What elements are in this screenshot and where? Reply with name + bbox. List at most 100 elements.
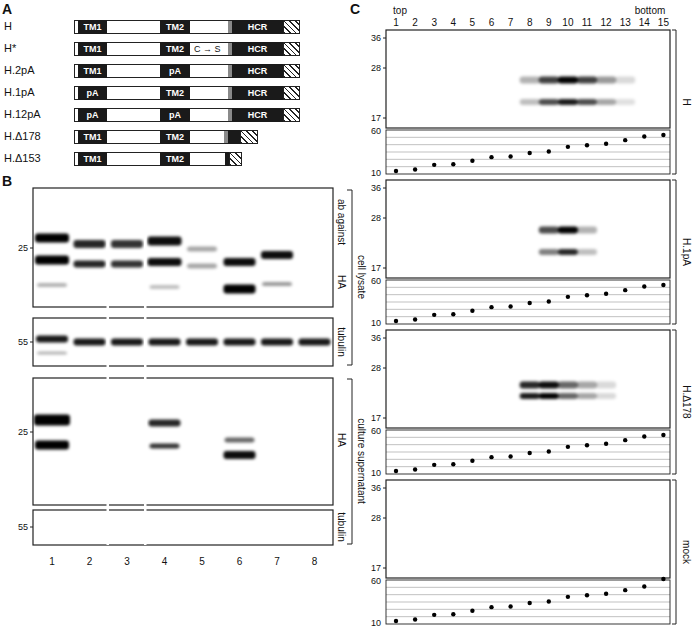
mw-tick [383,38,386,118]
density-dot [642,584,646,588]
protein-band [111,240,143,248]
axis-value: 10 [371,619,381,628]
axis-value: 60 [371,577,381,586]
density-dot [413,167,417,171]
domain-name: TM2 [166,88,184,98]
density-dot [413,317,417,321]
mw-marker: 17 [371,414,381,423]
domain-name: HCR [248,22,268,32]
graph-frame [386,430,670,474]
density-dot [623,438,627,442]
construct-bar: H.2pATM1pAHCR [4,64,300,78]
domain-name: TM2 [166,154,184,164]
fraction-number: 4 [451,18,457,28]
density-dot [604,442,608,446]
lane-number: 7 [274,557,280,567]
density-dot [604,292,608,296]
blot-frame [33,510,333,545]
protein-band [577,393,597,399]
blot-frame [386,30,670,128]
density-dot [394,619,398,623]
domain-box: HCR [232,20,283,34]
mw-tick [383,488,386,568]
construct-bar: H*C → STM1TM2HCR [4,42,300,56]
density-dot [508,304,512,308]
density-dot [489,305,493,309]
protein-band [299,339,331,346]
density-dot [451,312,455,316]
protein-band [520,99,540,105]
mw-marker: 36 [371,34,381,43]
protein-band [224,258,256,266]
fraction-number: 12 [601,18,612,28]
protein-band [596,77,616,84]
domain-box: TM2 [160,86,190,100]
fraction-number: 10 [562,18,573,28]
lane-number: 4 [162,557,168,567]
panel-letter: C [350,2,360,16]
fraction-number: 3 [431,18,437,28]
density-dot [528,301,532,305]
protein-band [539,393,559,399]
density-dot [642,134,646,138]
mutation-label: C → S [194,45,221,54]
domain-box: pA [160,64,190,78]
mw-marker: 17 [371,564,381,573]
protein-band [520,393,540,399]
grid-line [386,294,670,295]
density-dot [547,299,551,303]
fraction-number: 2 [412,18,418,28]
protein-band [36,336,68,343]
density-dot [661,133,665,137]
protein-band [596,382,616,389]
bracket [347,190,352,544]
grid-line [386,466,670,467]
density-dot [642,434,646,438]
density-dot [604,592,608,596]
density-dot [470,459,474,463]
lane-separators [107,189,147,545]
protein-band [615,77,635,84]
density-dot [508,154,512,158]
protein-band [539,77,559,84]
domain-name: HCR [248,66,268,76]
construct-name: H.Δ178 [4,131,41,142]
domain-box: TM1 [78,130,107,144]
sample-label: cell lysate [356,255,366,299]
sample-label: culture supernatant [356,418,366,504]
protein-band [558,99,578,105]
density-dot [394,469,398,473]
protein-band [148,237,182,246]
density-dot [489,605,493,609]
protein-band [150,444,180,449]
protein-band [577,249,597,255]
construct-name: H.1pA [4,87,35,98]
construct-name: mock [681,540,691,564]
domain-box: HCR [232,64,283,78]
protein-band [74,339,106,346]
mw-marker: 36 [371,484,381,493]
domain-name: TM1 [84,44,102,54]
lane-number: 2 [87,557,93,567]
protein-band [224,339,256,346]
blot-frame [33,378,333,505]
domain-name: TM1 [84,66,102,76]
lane-number: 6 [237,557,243,567]
mw-marker: 17 [371,264,381,273]
protein-band [596,393,616,399]
tag-region [283,108,300,122]
protein-band [35,256,69,265]
grid-line [386,144,670,145]
grid-line [386,316,670,317]
construct-name: H* [4,43,16,54]
domain-box: pA [160,108,190,122]
gradient-bands [520,77,636,400]
protein-band [558,227,578,234]
protein-band [224,451,256,459]
construct-bar: H.Δ153TM1TM2 [4,152,300,166]
protein-band [148,258,182,266]
protein-band [558,77,578,84]
grid-line [386,616,670,617]
mw-marker: 28 [371,364,381,373]
domain-box: HCR [232,108,283,122]
